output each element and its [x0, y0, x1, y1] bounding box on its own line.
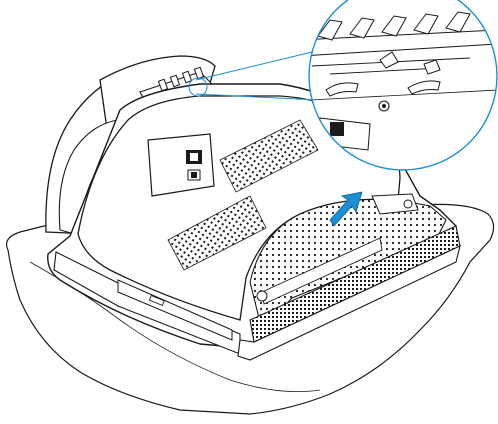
vent-grille-lower — [167, 195, 267, 271]
chassis-screw-left — [256, 290, 268, 302]
power-port-inner — [190, 153, 198, 161]
bottom-edge — [237, 245, 461, 361]
chassis-screw-right — [403, 199, 413, 209]
connector-panel — [147, 133, 215, 197]
hinge-teeth — [157, 66, 205, 92]
chassis-bracket — [371, 193, 419, 215]
magnifier-callout-icon — [308, 0, 498, 171]
vent-grille-upper — [219, 119, 319, 193]
drive-eject-button — [148, 294, 165, 306]
aux-port-inner — [191, 172, 197, 178]
callout-origin — [188, 77, 208, 97]
arrow-up-right-icon — [329, 191, 363, 227]
optical-drive-tray — [117, 279, 233, 341]
callout-leader — [195, 51, 319, 101]
